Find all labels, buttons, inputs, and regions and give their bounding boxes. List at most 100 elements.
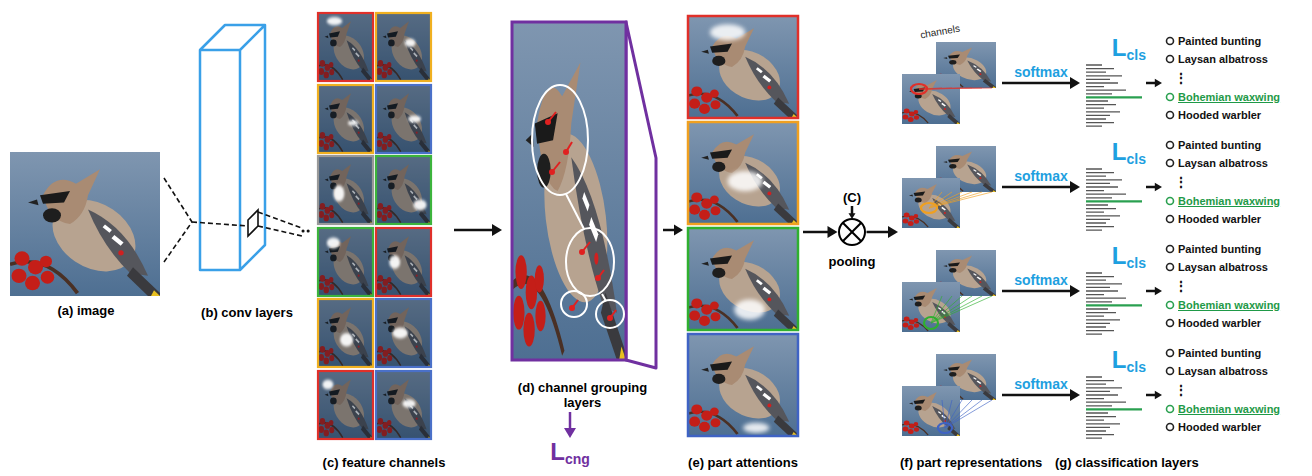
connector xyxy=(848,206,855,219)
loss-symbol: L xyxy=(550,438,565,465)
loss-term: Lcls xyxy=(1112,348,1146,379)
node-hist: Lcls xyxy=(1080,244,1146,338)
class-name: Painted bunting xyxy=(1162,32,1310,50)
node-cap: (e) part attentions xyxy=(683,12,803,472)
connector xyxy=(1146,287,1162,296)
arrow-head xyxy=(1070,389,1080,401)
loss-subscript: cls xyxy=(1127,359,1146,375)
connector xyxy=(303,231,313,232)
connector-line xyxy=(851,206,854,214)
node-hist: Lcls xyxy=(1080,348,1146,442)
conv-block xyxy=(192,25,302,270)
connector-line xyxy=(1146,290,1156,293)
class-name: Bohemian waxwing xyxy=(1162,400,1310,418)
class-name: Laysan albatross xyxy=(1162,154,1310,172)
loss-symbol: L xyxy=(1112,138,1127,165)
stage-caption: (b) conv layers xyxy=(201,305,293,320)
arrow-head xyxy=(848,213,855,219)
channel-grouping-block xyxy=(512,22,656,368)
connector-line xyxy=(1146,186,1156,189)
class-name: ⋮ xyxy=(1162,172,1310,192)
loss-symbol: L xyxy=(1112,242,1127,269)
connector-line xyxy=(569,412,572,430)
node-cap: pooling xyxy=(826,219,879,271)
connector-line xyxy=(1002,394,1072,397)
loss-term: Lcng xyxy=(550,440,590,471)
arrow-head xyxy=(1155,287,1162,296)
class-name: Laysan albatross xyxy=(1162,258,1310,276)
arrow-head xyxy=(1070,285,1080,297)
class-name: Hooded warbler xyxy=(1162,106,1310,124)
node-loss: Lcng xyxy=(530,438,610,472)
attention-maps xyxy=(688,16,798,436)
stage-caption: (a) image xyxy=(57,303,114,318)
stage-caption: (f) part representations xyxy=(900,455,1042,470)
class-name: Painted bunting xyxy=(1162,240,1310,258)
arrow-head xyxy=(1070,77,1080,89)
loss-symbol: L xyxy=(1112,34,1127,61)
connector-line xyxy=(164,178,192,222)
input-image xyxy=(10,152,160,296)
arrow-head xyxy=(1070,181,1080,193)
node-chan: channels xyxy=(898,24,1002,436)
edge-label: softmax xyxy=(1013,376,1069,392)
connector-line xyxy=(867,231,891,234)
connector xyxy=(564,412,576,438)
stage-caption: (C) xyxy=(843,190,861,205)
class-name: Bohemian waxwing xyxy=(1162,88,1310,106)
loss-subscript: cls xyxy=(1127,47,1146,63)
feature-channel-grid xyxy=(318,13,431,439)
node-cap: (a) image xyxy=(8,150,164,320)
connector xyxy=(803,226,838,238)
arrow-head xyxy=(888,226,898,238)
node-list: Painted buntingLaysan albatross⋮Bohemian… xyxy=(1162,32,1310,132)
class-name: Hooded warbler xyxy=(1162,418,1310,436)
class-name: Bohemian waxwing xyxy=(1162,192,1310,210)
class-name: ⋮ xyxy=(1162,276,1310,296)
node-list: Painted buntingLaysan albatross⋮Bohemian… xyxy=(1162,136,1310,236)
class-name: Laysan albatross xyxy=(1162,50,1310,68)
edge-label: softmax xyxy=(1013,64,1069,80)
arrow-head xyxy=(674,225,683,236)
node-hist: Lcls xyxy=(1080,36,1146,130)
class-name: Hooded warbler xyxy=(1162,210,1310,228)
connector-line xyxy=(454,229,494,232)
arrow-head xyxy=(1155,79,1162,88)
loss-subscript: cls xyxy=(1127,151,1146,167)
connector-line xyxy=(1002,290,1072,293)
edge-label: softmax xyxy=(1013,168,1069,184)
class-name: ⋮ xyxy=(1162,380,1310,400)
connector-line xyxy=(1146,394,1156,397)
class-name: Painted bunting xyxy=(1162,136,1310,154)
loss-symbol: L xyxy=(1112,346,1127,373)
connector-line xyxy=(303,230,313,233)
class-name: Painted bunting xyxy=(1162,344,1310,362)
loss-term: Lcls xyxy=(1112,36,1146,67)
loss-subscript: cng xyxy=(565,451,590,467)
arrow-head xyxy=(564,428,576,438)
part-representations xyxy=(902,42,996,436)
node-plain: (C) xyxy=(832,188,872,206)
connector-line xyxy=(803,231,830,234)
connector-line xyxy=(1002,186,1072,189)
connector xyxy=(1146,391,1162,400)
connector-line xyxy=(1146,82,1156,85)
loss-term: Lcls xyxy=(1112,244,1146,275)
arrow-head xyxy=(828,226,838,238)
node-cap: (b) conv layers xyxy=(192,16,302,322)
connector xyxy=(454,224,502,236)
class-name: Hooded warbler xyxy=(1162,314,1310,332)
arrow-head xyxy=(1155,391,1162,400)
probability-bars xyxy=(1086,65,1142,438)
connector-line xyxy=(1002,82,1072,85)
stage-caption: (d) channel grouping layers xyxy=(502,380,663,410)
stage-caption: pooling xyxy=(829,254,876,269)
node-list: Painted buntingLaysan albatross⋮Bohemian… xyxy=(1162,240,1310,340)
connector xyxy=(867,226,899,238)
connector xyxy=(1146,79,1162,88)
node-cap: (d) channel grouping layers xyxy=(502,15,663,412)
class-name: ⋮ xyxy=(1162,68,1310,88)
